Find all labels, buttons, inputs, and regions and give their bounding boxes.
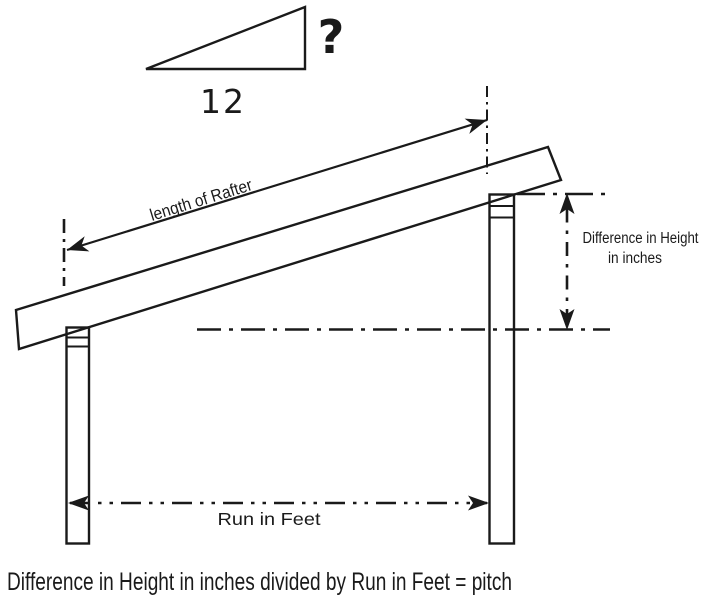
arrowhead-left-icon	[67, 236, 90, 252]
rafter-board	[14, 145, 563, 351]
arrowhead-down-icon	[559, 309, 575, 330]
arrowhead-right-icon	[464, 118, 487, 134]
right-post-outline	[488, 193, 516, 545]
height-label-line2: in inches	[608, 250, 662, 267]
rafter-length-dimension-line	[66, 118, 488, 252]
pitch-rise-label: ?	[318, 10, 345, 64]
pitch-run-label: 12	[200, 82, 246, 121]
height-dimension: Difference in Height in inches	[559, 193, 700, 330]
height-label-line1: Difference in Height	[583, 230, 700, 247]
run-dimension: Run in Feet	[68, 495, 489, 529]
pitch-triangle	[145, 5, 307, 71]
caption-text: Difference in Height in inches divided b…	[7, 568, 512, 596]
run-label: Run in Feet	[218, 509, 321, 529]
left-post	[65, 326, 91, 545]
arrowhead-left-icon	[68, 495, 89, 511]
rafter-length-label: length of Rafter	[148, 175, 255, 225]
arrowhead-right-icon	[468, 495, 489, 511]
right-post	[488, 193, 516, 545]
left-post-outline	[65, 326, 91, 545]
arrowhead-up-icon	[559, 193, 575, 214]
